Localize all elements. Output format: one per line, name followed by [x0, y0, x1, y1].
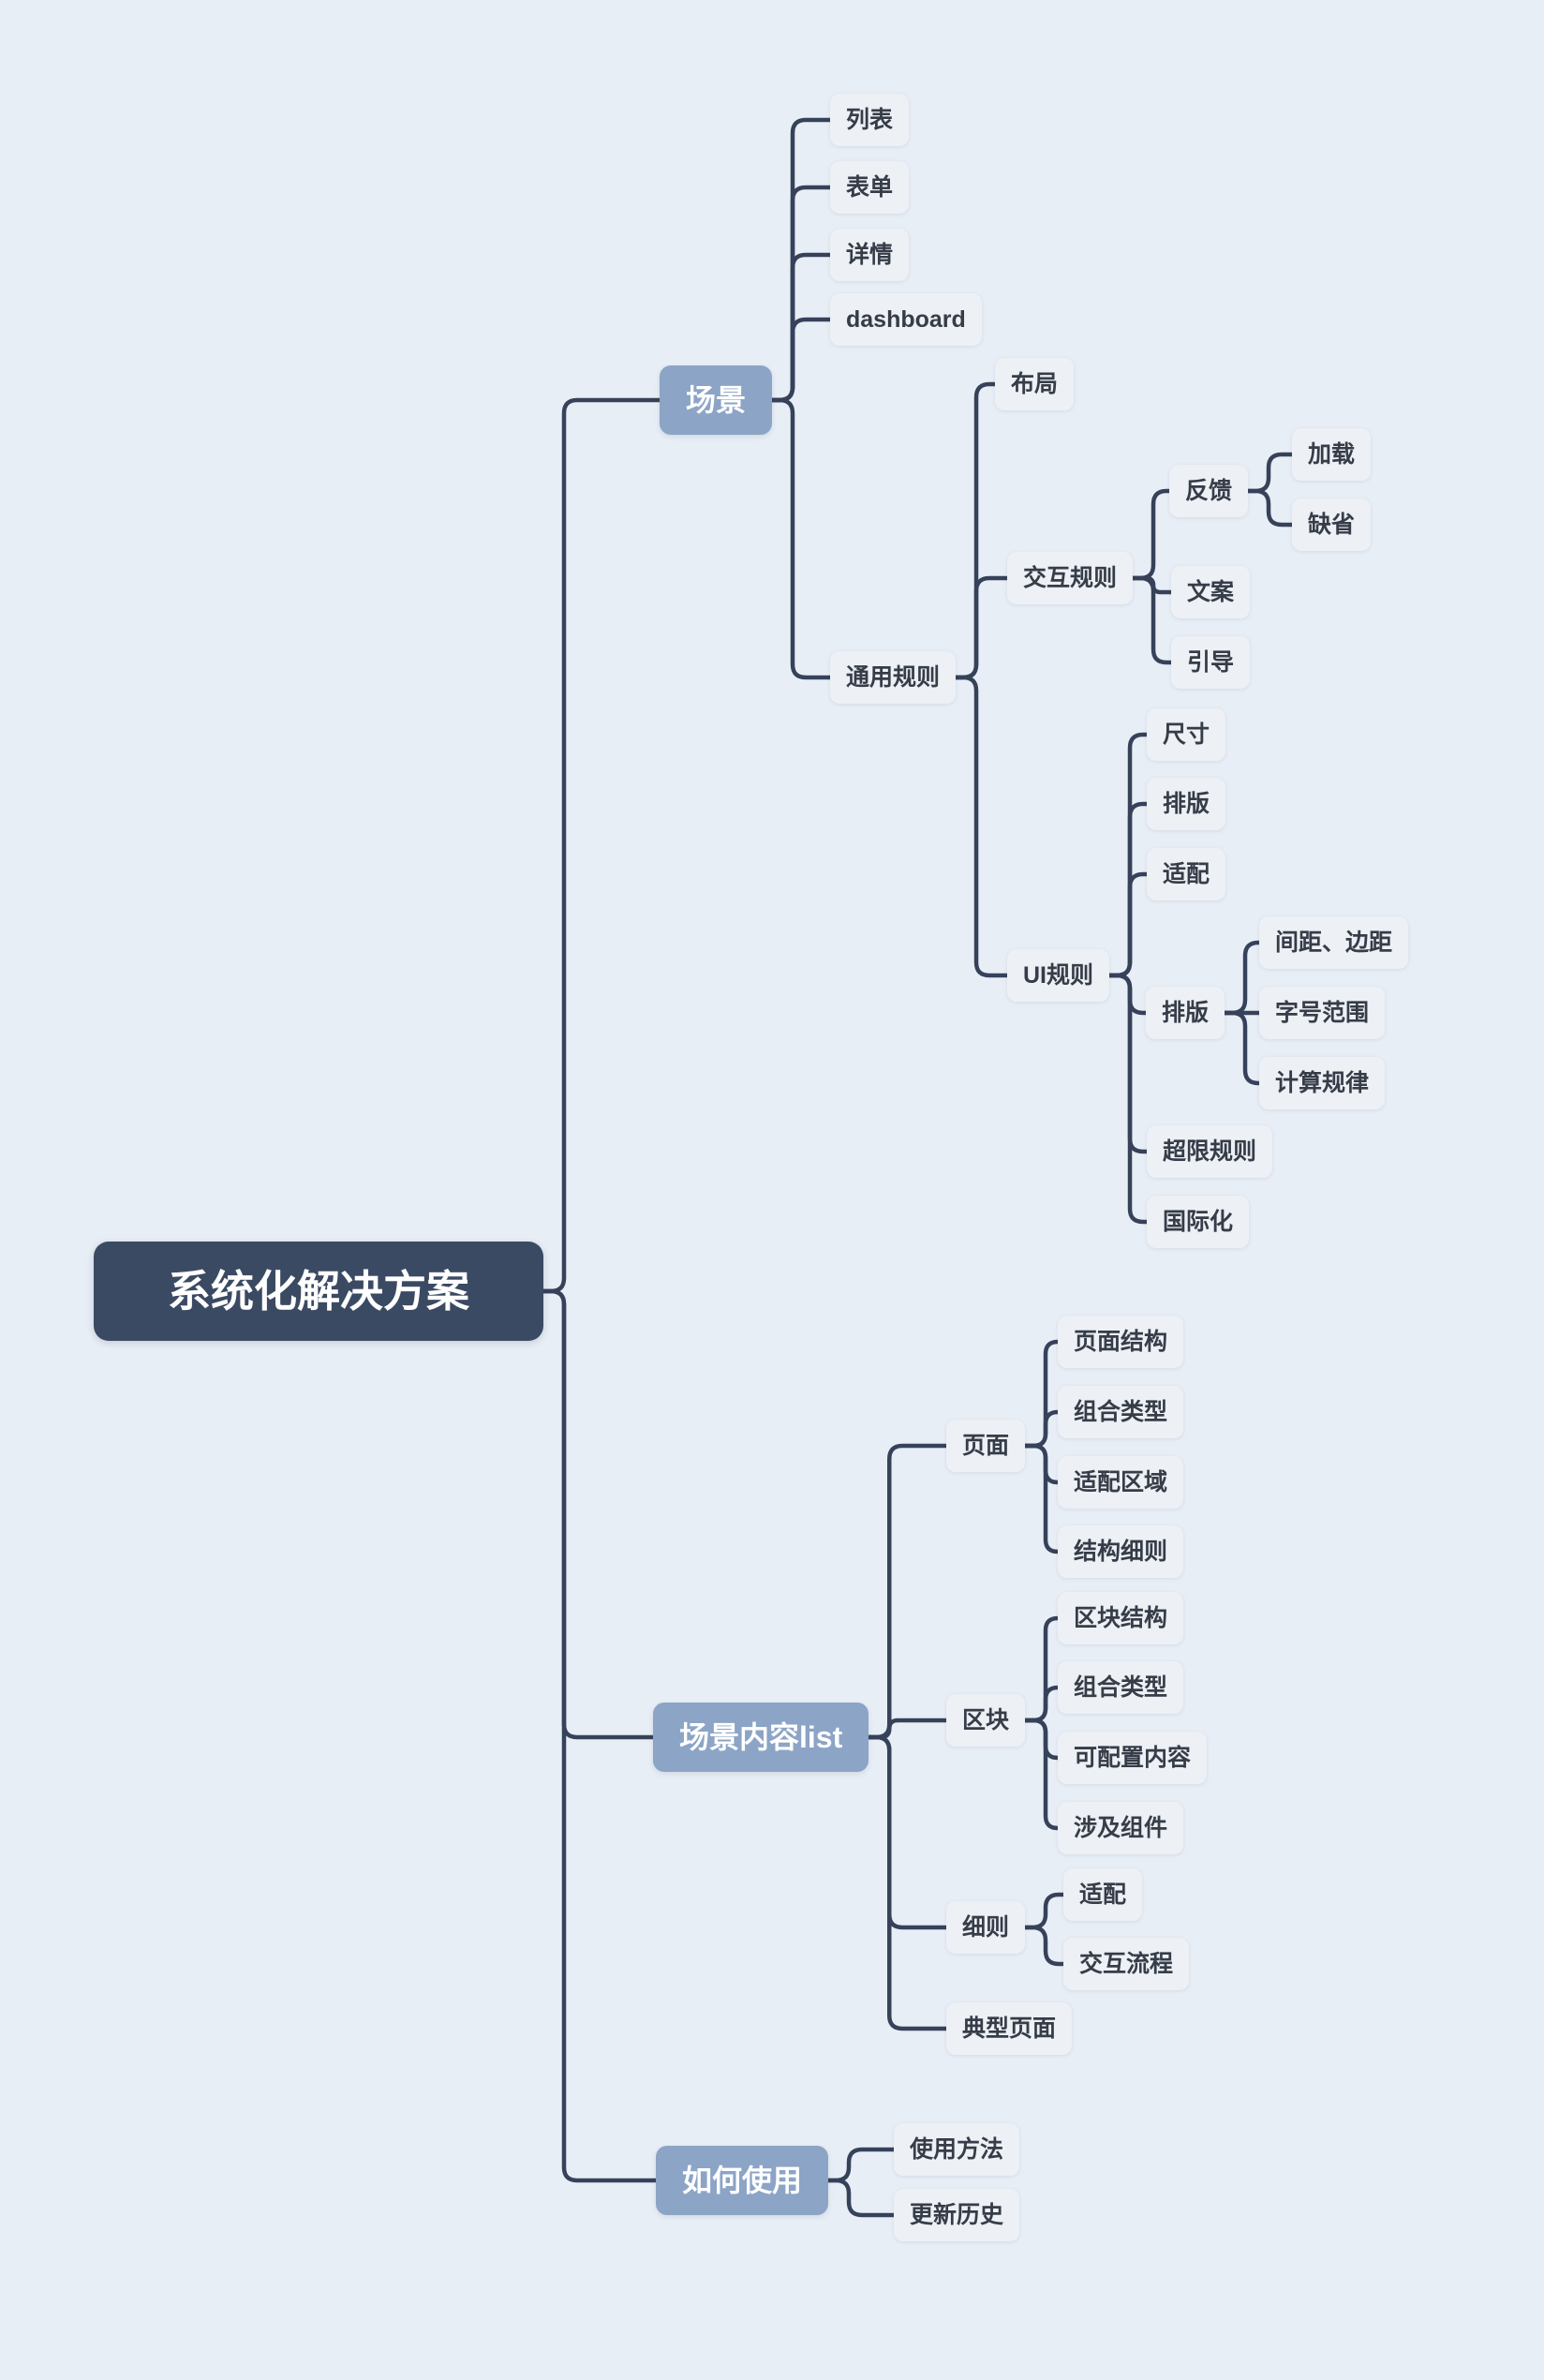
mindmap-leaf-node[interactable]: 加载 — [1292, 428, 1372, 481]
mindmap-leaf-node[interactable]: 区块结构 — [1058, 1592, 1184, 1644]
connector — [1245, 488, 1295, 528]
connector — [1022, 1443, 1061, 1485]
mindmap-leaf-node[interactable]: 页面结构 — [1058, 1316, 1184, 1368]
mindmap-leaf-node[interactable]: dashboard — [830, 293, 982, 346]
connector — [1222, 1010, 1262, 1086]
mindmap-leaf-node[interactable]: 表单 — [830, 161, 910, 214]
mindmap-leaf-node[interactable]: 计算规律 — [1259, 1057, 1386, 1109]
connector — [867, 1734, 949, 2031]
connector — [1022, 1443, 1061, 1554]
connector — [769, 185, 833, 403]
connector — [1106, 871, 1150, 978]
connector — [1222, 940, 1262, 1016]
connector — [1022, 1615, 1061, 1723]
connector — [953, 575, 1010, 680]
connector — [825, 2178, 897, 2218]
mindmap-leaf-node[interactable]: 缺省 — [1292, 498, 1372, 551]
mindmap-leaf-node[interactable]: UI规则 — [1007, 949, 1110, 1002]
connector — [541, 1288, 656, 1740]
connector — [1022, 1892, 1066, 1930]
connector — [541, 397, 662, 1294]
mindmap-leaf-node[interactable]: 间距、边距 — [1259, 916, 1409, 969]
mindmap-root-node[interactable]: 系统化解决方案 — [94, 1242, 543, 1341]
mindmap-leaf-node[interactable]: 适配 — [1147, 848, 1226, 900]
mindmap-leaf-node[interactable]: 字号范围 — [1259, 987, 1386, 1039]
mindmap-leaf-node[interactable]: 典型页面 — [946, 2002, 1073, 2055]
connector — [1130, 488, 1172, 581]
mindmap-leaf-node[interactable]: 结构细则 — [1058, 1525, 1184, 1578]
mindmap-leaf-node[interactable]: 适配 — [1063, 1868, 1143, 1921]
mindmap-branch-node[interactable]: 场景 — [660, 365, 773, 435]
connector — [1022, 1718, 1061, 1831]
connector — [1022, 1685, 1061, 1723]
mindmap-leaf-node[interactable]: 涉及组件 — [1058, 1802, 1184, 1854]
connector — [541, 1288, 659, 2183]
mindmap-leaf-node[interactable]: 页面 — [946, 1420, 1026, 1472]
connector — [1022, 1339, 1061, 1449]
mindmap-leaf-node[interactable]: 排版 — [1146, 987, 1225, 1039]
connector — [769, 252, 833, 403]
mindmap-leaf-node[interactable]: 细则 — [946, 1901, 1026, 1954]
connector — [769, 117, 833, 403]
mindmap-leaf-node[interactable]: 交互流程 — [1063, 1938, 1190, 1990]
mindmap-leaf-node[interactable]: 组合类型 — [1058, 1661, 1184, 1714]
connector — [825, 2147, 897, 2183]
mindmap-leaf-node[interactable]: 通用规则 — [830, 651, 957, 704]
mindmap-branch-node[interactable]: 如何使用 — [656, 2146, 829, 2215]
mindmap-leaf-node[interactable]: 引导 — [1171, 636, 1251, 689]
mindmap-branch-node[interactable]: 场景内容list — [653, 1703, 869, 1772]
connector — [769, 397, 833, 680]
mindmap-leaf-node[interactable]: 尺寸 — [1147, 708, 1226, 761]
mindmap-leaf-node[interactable]: 使用方法 — [894, 2123, 1020, 2176]
connector — [953, 675, 1010, 978]
connector — [1245, 452, 1295, 494]
mindmap-leaf-node[interactable]: 文案 — [1171, 566, 1251, 618]
connector — [1022, 1409, 1061, 1449]
connector — [1022, 1925, 1066, 1967]
mindmap-leaf-node[interactable]: 区块 — [946, 1694, 1026, 1747]
connector — [867, 1734, 949, 1930]
mindmap-leaf-node[interactable]: 排版 — [1147, 778, 1226, 830]
mindmap-leaf-node[interactable]: 适配区域 — [1058, 1456, 1184, 1509]
mindmap-leaf-node[interactable]: 交互规则 — [1007, 552, 1134, 604]
mindmap-leaf-node[interactable]: 组合类型 — [1058, 1386, 1184, 1438]
mindmap-leaf-node[interactable]: 更新历史 — [894, 2189, 1020, 2241]
connector — [867, 1443, 949, 1740]
mindmap-leaf-node[interactable]: 反馈 — [1169, 465, 1249, 517]
mindmap-leaf-node[interactable]: 可配置内容 — [1058, 1732, 1208, 1784]
connector — [1130, 575, 1174, 665]
mindmap-leaf-node[interactable]: 国际化 — [1147, 1196, 1250, 1248]
connector — [1106, 973, 1150, 1225]
mindmap-leaf-node[interactable]: 详情 — [830, 229, 910, 281]
mindmap-leaf-node[interactable]: 超限规则 — [1147, 1125, 1273, 1178]
connector — [1022, 1718, 1061, 1761]
connector — [769, 317, 833, 403]
mindmap-leaf-node[interactable]: 布局 — [995, 358, 1075, 410]
mindmap-leaf-node[interactable]: 列表 — [830, 94, 910, 146]
